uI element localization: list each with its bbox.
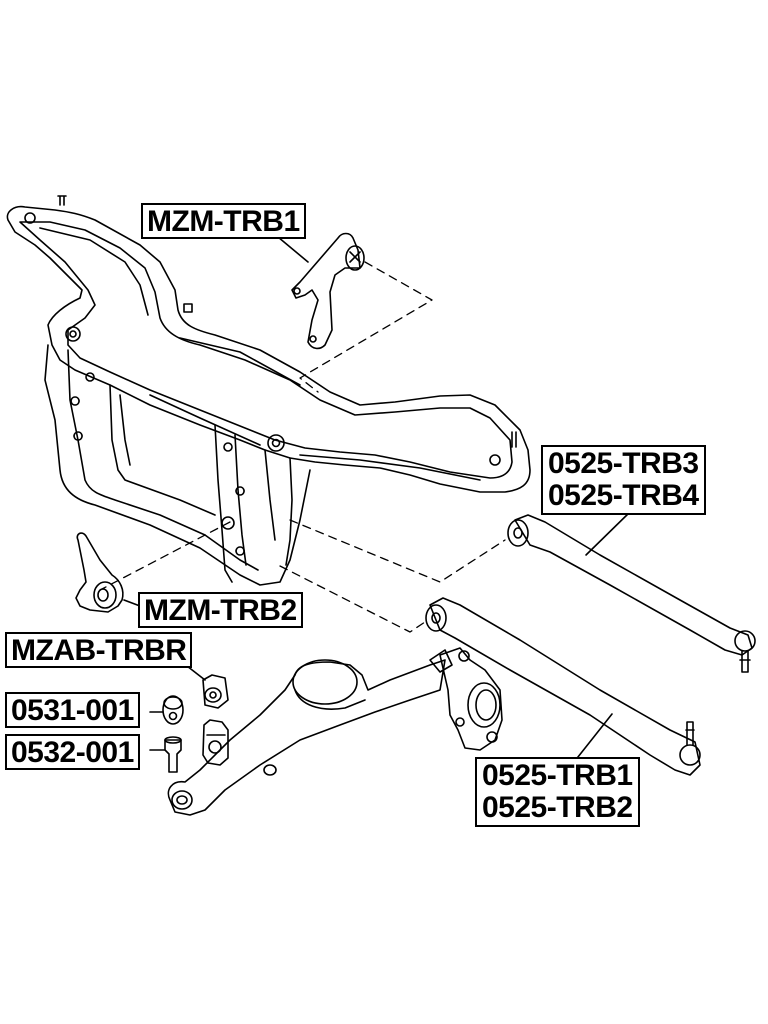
bushing-insert-drawing (202, 719, 229, 766)
trailing-arm-drawing (167, 647, 503, 816)
trailing-arm-bushing-drawing (202, 674, 229, 709)
upper-mount-bracket-drawing (291, 232, 365, 350)
part-number: 0525-TRB3 (548, 447, 699, 480)
part-number: 0532-001 (11, 736, 134, 769)
subframe-drawing (6, 195, 531, 586)
part-label-0525-trb3-trb4: 0525-TRB3 0525-TRB4 (541, 445, 706, 515)
part-number: 0525-TRB1 (482, 759, 633, 792)
part-number: MZAB-TRBR (11, 634, 187, 667)
part-number: MZM-TRB1 (147, 205, 300, 238)
part-number: 0525-TRB2 (482, 791, 633, 824)
upper-lateral-arm-drawing (507, 514, 756, 673)
part-number: 0525-TRB4 (548, 479, 699, 512)
part-label-mzab-trbr: MZAB-TRBR (5, 632, 193, 668)
cam-bolt-drawing (164, 736, 182, 773)
part-label-mzm-trb1: MZM-TRB1 (141, 203, 306, 239)
part-label-0532-001: 0532-001 (5, 734, 140, 770)
part-number: MZM-TRB2 (144, 594, 297, 627)
lower-mount-bracket-drawing (75, 532, 124, 613)
cam-washer-drawing (162, 695, 184, 725)
part-label-mzm-trb2: MZM-TRB2 (138, 592, 303, 628)
leader-lines (123, 236, 633, 763)
assembly-lines (99, 261, 506, 633)
part-number: 0531-001 (11, 694, 134, 727)
part-label-0525-trb1-trb2: 0525-TRB1 0525-TRB2 (475, 757, 640, 827)
part-label-0531-001: 0531-001 (5, 692, 140, 728)
lower-lateral-arm-drawing (425, 597, 701, 776)
